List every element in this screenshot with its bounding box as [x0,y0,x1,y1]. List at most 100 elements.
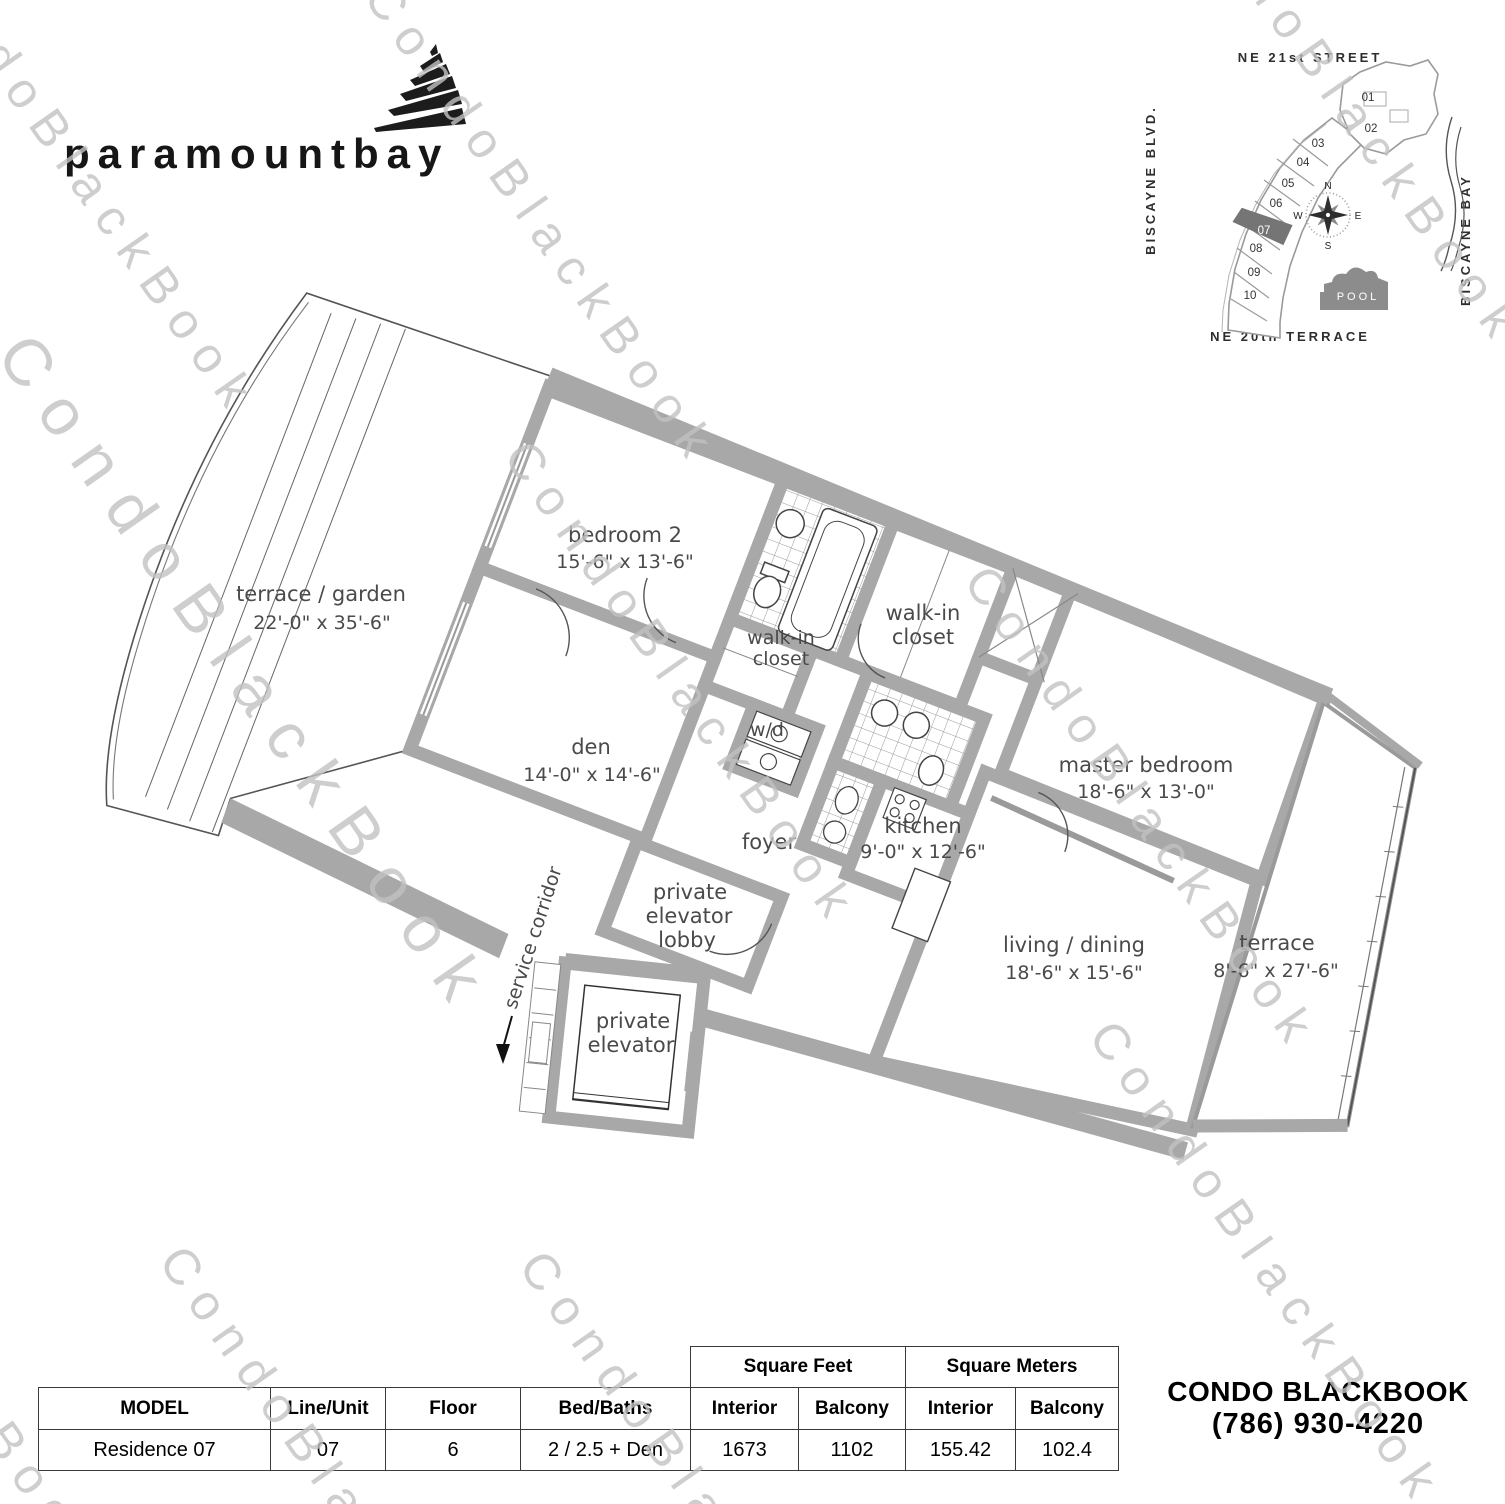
cell-model: Residence 07 [38,1429,271,1471]
water-biscayne-bay: BISCAYNE BAY [1458,174,1473,306]
unit-07-highlight [1232,207,1293,246]
building-footprint [1221,59,1439,339]
unit-label-01: 01 [1362,92,1375,104]
den-label: den [571,735,611,759]
elevator-lobby-label: private [653,880,727,904]
sink-icon [902,711,931,740]
terrace-label: terrace [1239,931,1314,955]
terrace-garden-dims: 22'-0" x 35'-6" [253,612,391,634]
door-arc [1038,791,1069,853]
terrace-top-wall [1325,692,1423,769]
kitchen-island [891,867,952,943]
private-elevator-label2: elevator [588,1033,675,1057]
walk-in-closet-1-room [696,610,821,726]
terrace-right-area [1190,699,1418,1133]
kitchen-label: kitchen [884,814,961,838]
washer-dryer-label: w/d [750,719,784,741]
elevator-car [571,984,682,1111]
bay-wave-icon [1440,116,1457,272]
closet-rod [723,647,799,678]
paramountbay-logo-icon [374,44,466,132]
unit-label-09: 09 [1248,267,1261,279]
cell-floor: 6 [385,1429,521,1471]
site-map: NE 21st STREET NE 20th TERRACE BISCAYNE … [1143,50,1473,344]
cell-line-unit: 07 [270,1429,386,1471]
living-dining-label: living / dining [1003,933,1145,957]
cell-sm-interior: 155.42 [905,1429,1016,1471]
washer-dryer-icon [735,710,812,786]
col-floor: Floor [385,1387,521,1430]
bedroom2-label: bedroom 2 [568,523,682,547]
terrace-garden-label: terrace / garden [236,582,406,606]
stove-icon [882,786,928,831]
unit-label-05: 05 [1282,178,1295,190]
master-bedroom-dims: 18'-6" x 13'-0" [1077,781,1215,803]
table-group-header-row: Square Feet Square Meters [39,1346,1119,1388]
toilet-icon [834,786,859,815]
pool-label: POOL [1337,291,1380,303]
foyer-label: foyer [742,830,797,854]
svg-text:E: E [1355,211,1362,222]
cell-sf-interior: 1673 [690,1429,799,1471]
service-corridor-arrow-icon [496,1015,513,1064]
unit-label-10: 10 [1244,290,1257,302]
col-sf-interior: Interior [690,1387,799,1430]
contact-name: CONDO BLACKBOOK [1167,1376,1469,1407]
toilet-icon [917,755,945,786]
kitchen-dims: 9'-0" x 12'-6" [860,841,985,863]
svg-text:S: S [1325,241,1332,252]
bottom-wall [623,987,1189,1160]
sink-icon [775,508,805,539]
unit-label-02: 02 [1365,123,1378,135]
elevator-equipment [518,961,562,1115]
cell-bed-baths: 2 / 2.5 + Den [520,1429,691,1471]
top-wall [546,367,1334,705]
street-biscayne-blvd: BISCAYNE BLVD. [1143,105,1158,255]
unit-geometry [105,292,1423,1160]
paramountbay-logo-text: paramountbay [64,130,450,177]
unit-label-08: 08 [1250,243,1263,255]
sink-icon [822,820,847,844]
unit-label-03: 03 [1312,138,1325,150]
col-bed-baths: Bed/Baths [520,1387,691,1430]
col-sf-balcony: Balcony [798,1387,906,1430]
col-model: MODEL [38,1387,271,1430]
unit-label-04: 04 [1297,157,1310,169]
cell-sm-balcony: 102.4 [1015,1429,1119,1471]
window [422,602,468,716]
street-ne-21st: NE 21st STREET [1238,50,1383,65]
square-feet-header: Square Feet [690,1346,906,1388]
compass-icon: N E S W [1293,181,1361,252]
counter [990,795,1175,884]
door-arc [709,923,773,956]
private-elevator-label: private [596,1009,670,1033]
elevator-lobby-label2: elevator [646,904,733,928]
walk-in-closet-2-label: walk-in [886,601,961,625]
den-dims: 14'-0" x 14'-6" [523,764,661,786]
sink-icon [870,699,899,727]
elevator-lobby-label3: lobby [658,928,716,952]
window [486,443,529,548]
walk-in-closet-2-label2: closet [892,625,954,649]
door-arc [535,588,570,657]
table-header-row: MODEL Line/Unit Floor Bed/Baths Interior… [38,1387,1119,1430]
col-sm-balcony: Balcony [1015,1387,1119,1430]
unit-label-06: 06 [1270,198,1283,210]
toilet-icon [753,561,790,609]
living-dining-dims: 18'-6" x 15'-6" [1005,962,1143,984]
door-arc [643,577,677,644]
bedroom2-dims: 15'-6" x 13'-6" [556,551,694,573]
elevator-lobby-room [594,833,791,995]
walk-in-closet-1-label: walk-in [747,627,815,649]
private-elevator-block [518,953,712,1139]
col-sm-interior: Interior [905,1387,1016,1430]
cell-sf-balcony: 1102 [798,1429,906,1471]
floor-plan: service corridor terrace / garden 22'-0"… [105,292,1423,1160]
contact-phone: (786) 930-4220 [1211,1408,1425,1440]
svg-text:W: W [1293,211,1303,222]
master-bedroom-label: master bedroom [1059,753,1234,777]
pool-icon: POOL [1320,267,1388,310]
svg-text:N: N [1324,181,1331,192]
bay-wave-icon [1450,126,1465,272]
table-row: Residence 07 07 6 2 / 2.5 + Den 1673 110… [38,1429,1119,1471]
